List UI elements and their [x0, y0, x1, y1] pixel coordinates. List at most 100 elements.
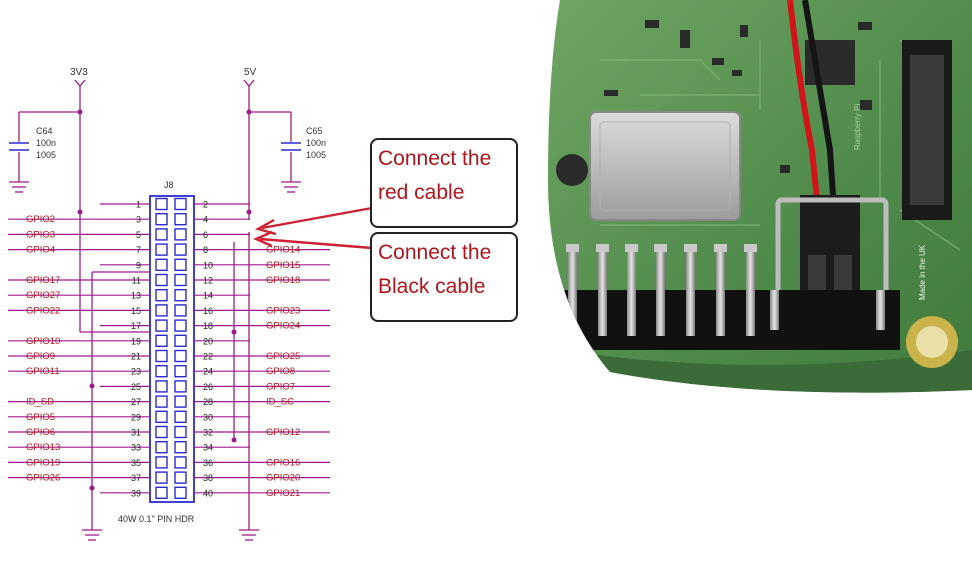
pin-number-odd: 27 [131, 397, 141, 407]
gpio-label-left: GPIO2 [26, 214, 55, 225]
gpio-header-base [560, 290, 900, 350]
pin-number-odd: 33 [131, 443, 141, 453]
header-pin-tip [596, 244, 609, 252]
gpio-label-right: GPIO24 [266, 321, 300, 332]
pin-number-even: 2 [203, 200, 208, 210]
pin-number-even: 24 [203, 367, 213, 377]
schematic: 3V3 5V C64 100n 1005 [8, 67, 330, 541]
pin-number-even: 8 [203, 245, 208, 255]
pin-number-odd: 35 [131, 458, 141, 468]
callout-arrows [253, 206, 373, 250]
red-wire [787, 0, 821, 211]
header-pin [155, 365, 168, 378]
gpio-label-left: ID_SD [26, 397, 54, 408]
header-pin-tip [744, 244, 757, 252]
junction-dot [246, 209, 252, 215]
gpio-label-right: GPIO23 [266, 305, 300, 316]
gpio-label-left: GPIO3 [26, 229, 55, 240]
cap-right-symbol [281, 142, 301, 151]
gpio-label-right: GPIO25 [266, 351, 300, 362]
header-pin [174, 228, 187, 241]
cap-right-package: 1005 [306, 150, 326, 160]
header-pin [174, 456, 187, 469]
header-metal-pin [656, 248, 665, 336]
corner-mounting-hole-center [916, 326, 948, 358]
header-pin [174, 425, 187, 439]
pin-number-odd: 7 [136, 245, 141, 255]
header-metal-pin [568, 248, 577, 336]
gpio-label-right: ID_SC [266, 397, 294, 408]
header-pin [174, 319, 187, 332]
pin-number-even: 14 [203, 291, 213, 301]
pin-number-odd: 5 [136, 230, 141, 240]
soc-shield [589, 111, 741, 221]
pin-number-odd: 17 [131, 321, 141, 331]
cap-right-value: 100n [306, 138, 326, 148]
header-pin [155, 395, 168, 408]
header-metal-pin [716, 248, 725, 336]
header-pin [155, 486, 168, 499]
header-pin [155, 471, 168, 484]
gpio-label-left: GPIO11 [26, 366, 60, 377]
header-pin [174, 471, 187, 484]
gpio-label-left: GPIO5 [26, 412, 55, 423]
header-pin [155, 273, 168, 287]
gpio-label-left: GPIO17 [26, 275, 60, 286]
gpio-label-right: GPIO21 [266, 488, 300, 499]
header-pin [155, 258, 168, 271]
pin-number-odd: 39 [131, 488, 141, 498]
gpio-label-right: GPIO7 [266, 381, 295, 392]
header-pin [174, 486, 187, 499]
header-pin-tip [684, 244, 697, 252]
pin-number-odd: 9 [136, 260, 141, 270]
header-pin [155, 243, 168, 256]
gpio-label-left: GPIO10 [26, 336, 60, 347]
black-cable-arrow [259, 237, 373, 250]
callout-red-line1: Connect the [378, 147, 492, 170]
header-pin [174, 273, 187, 287]
pin-number-even: 22 [203, 352, 213, 362]
pin-number-even: 30 [203, 412, 213, 422]
gpio-label-left: GPIO26 [26, 473, 60, 484]
pin-number-odd: 11 [132, 276, 141, 286]
header-pin [174, 258, 187, 271]
header-pin [155, 410, 168, 423]
header-metal-pin [686, 248, 695, 336]
header-pin [155, 441, 168, 454]
gpio-label-right: GPIO18 [266, 275, 300, 286]
pin-number-odd: 25 [131, 382, 141, 392]
pin-number-even: 10 [203, 260, 213, 270]
header-pin [174, 304, 187, 317]
junction-dot [77, 109, 83, 115]
header-pin-tip [625, 244, 638, 252]
header-pin [155, 228, 168, 241]
header-pin [174, 289, 187, 302]
pin-number-even: 26 [203, 382, 213, 392]
header-ref: J8 [164, 180, 174, 190]
rail-3v3-arrow [74, 79, 86, 88]
header-pin [155, 289, 168, 302]
pin-number-odd: 1 [136, 200, 141, 210]
pin-number-even: 28 [203, 397, 213, 407]
header-pin [155, 349, 168, 363]
black-wire [802, 0, 837, 211]
header-pin [174, 212, 187, 226]
header-pin [174, 349, 187, 363]
dupont-slot [834, 255, 852, 295]
pin-number-even: 12 [203, 276, 213, 286]
soc-shield-inner [599, 121, 731, 211]
gpio-label-left: GPIO27 [26, 290, 60, 301]
cap-left-value: 100n [36, 138, 56, 148]
header-pin [174, 334, 187, 347]
callout-black-line1: Connect the [378, 241, 492, 264]
pin-number-even: 40 [203, 488, 213, 498]
gpio-label-right: GPIO12 [266, 427, 300, 438]
cap-right-ref: C65 [306, 126, 323, 136]
pin-number-odd: 31 [131, 428, 141, 438]
header-pin [155, 334, 168, 347]
rail-3v3-label: 3V3 [70, 67, 88, 78]
header-pin [174, 380, 187, 393]
pin-number-odd: 3 [136, 215, 141, 225]
